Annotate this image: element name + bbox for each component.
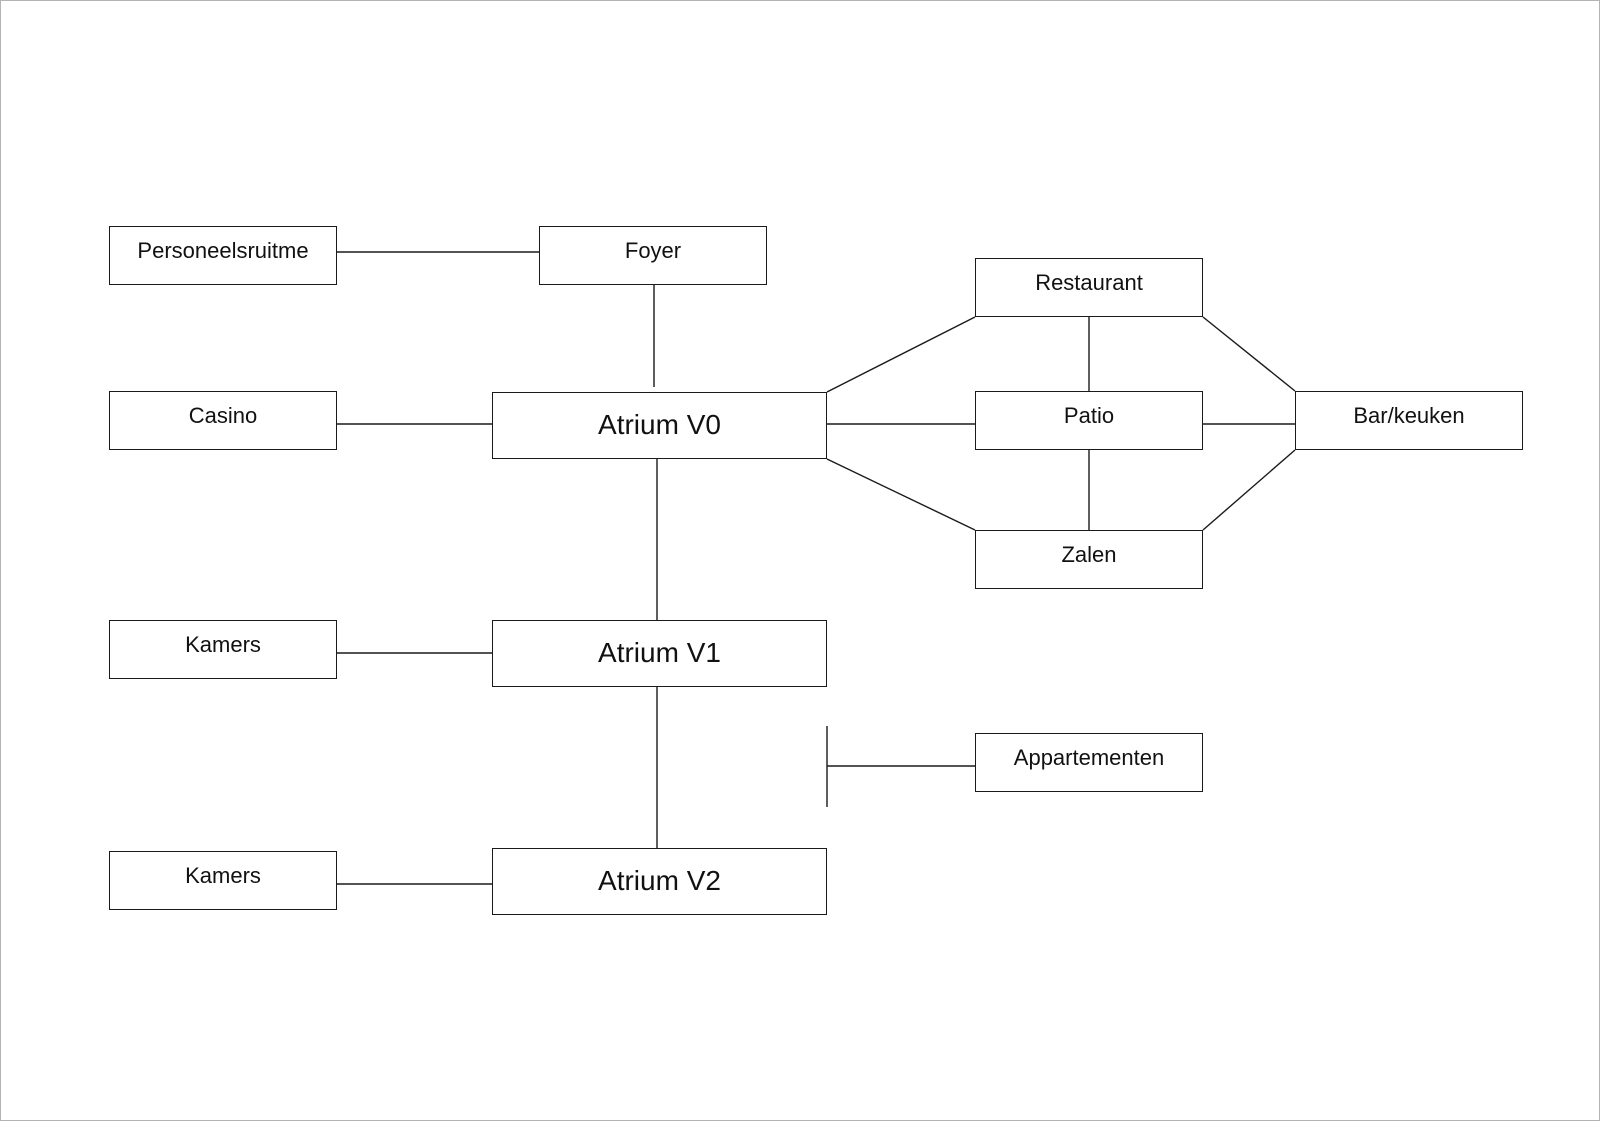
- node-label: Atrium V0: [598, 408, 721, 440]
- node-zalen: Zalen: [975, 530, 1203, 589]
- connector-zalen-bar-keuken: [1202, 449, 1296, 531]
- node-label: Atrium V1: [598, 636, 721, 668]
- node-label: Appartementen: [1013, 744, 1165, 770]
- node-label: Patio: [1063, 402, 1115, 428]
- node-atrium-v2: Atrium V2: [492, 848, 827, 915]
- connector-restaurant-bar-keuken: [1202, 316, 1296, 392]
- node-appartementen: Appartementen: [975, 733, 1203, 792]
- node-atrium-v1: Atrium V1: [492, 620, 827, 687]
- node-bar-keuken: Bar/keuken: [1295, 391, 1523, 450]
- node-label: Bar/keuken: [1353, 402, 1465, 428]
- node-restaurant: Restaurant: [975, 258, 1203, 317]
- node-foyer: Foyer: [539, 226, 767, 285]
- node-personeelsruimte: Personeelsruitme: [109, 226, 337, 285]
- connector-atrium-v0-restaurant: [826, 316, 976, 393]
- node-kamers-v1: Kamers: [109, 620, 337, 679]
- node-label: Restaurant: [1035, 269, 1143, 295]
- node-label: Atrium V2: [598, 864, 721, 896]
- node-casino: Casino: [109, 391, 337, 450]
- node-label: Foyer: [624, 237, 682, 263]
- node-label: Kamers: [185, 631, 261, 657]
- node-atrium-v0: Atrium V0: [492, 392, 827, 459]
- node-label: Personeelsruitme: [137, 237, 309, 263]
- connector-atrium-v0-zalen: [826, 458, 976, 531]
- node-label: Kamers: [185, 862, 261, 888]
- node-label: Zalen: [1061, 541, 1117, 567]
- node-label: Casino: [188, 402, 258, 428]
- node-kamers-v2: Kamers: [109, 851, 337, 910]
- node-patio: Patio: [975, 391, 1203, 450]
